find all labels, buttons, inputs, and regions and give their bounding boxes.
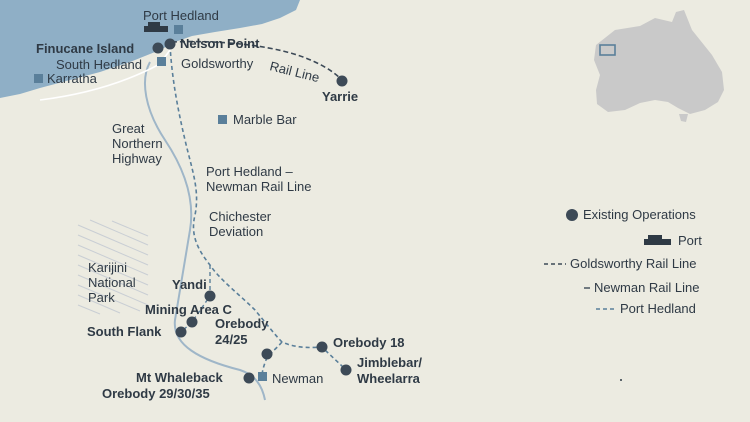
legend-newman-rail-line: Newman Rail Line (594, 280, 700, 295)
marble-bar-square (218, 115, 227, 124)
label-orebody-24-25: Orebody 24/25 (215, 316, 272, 347)
great-northern-highway-road (144, 61, 266, 401)
label-mt-whaleback: Mt Whaleback (136, 370, 223, 385)
legend-port-hedland: Port Hedland (620, 301, 696, 316)
label-port-hedland: Port Hedland (143, 8, 219, 23)
tasmania (679, 114, 688, 122)
legend-operation-dot (566, 209, 578, 221)
karijini-hatch (77, 219, 149, 315)
label-yandi: Yandi (172, 277, 207, 292)
operation-orebody-24-25 (261, 348, 273, 360)
operation-yandi (204, 290, 216, 302)
operation-nelson-point (164, 38, 176, 50)
goldsworthy-rail-line (171, 40, 343, 81)
label-yarrie: Yarrie (322, 89, 358, 104)
label-marble-bar: Marble Bar (233, 112, 297, 127)
label-newman: Newman (272, 371, 323, 386)
stray-dot (620, 379, 622, 381)
label-south-hedland: South Hedland (56, 57, 142, 72)
label-mining-area-c: Mining Area C (145, 302, 233, 317)
label-karijini-national-park: Karijini National Park (88, 260, 139, 305)
legend-existing-operations: Existing Operations (583, 207, 696, 222)
operation-yarrie (336, 75, 348, 87)
operation-mining-area-c (186, 316, 198, 328)
operation-south-flank (175, 326, 187, 338)
label-newman-rail-line: Port Hedland – Newman Rail Line (206, 164, 312, 194)
operation-jimblebar (340, 364, 352, 376)
operation-mt-whaleback (243, 372, 255, 384)
legend-port: Port (678, 233, 702, 248)
karratha-square (34, 74, 43, 83)
pilbara-highlight (599, 44, 616, 56)
newman-square (258, 372, 267, 381)
legend-ship-icon (644, 235, 671, 245)
operation-orebody-18 (316, 341, 328, 353)
spur-yandi (180, 265, 211, 333)
port-hedland-square (174, 25, 183, 34)
legend: Existing Operations Port Goldsworthy Rai… (544, 207, 702, 316)
legend-goldsworthy-rail-line: Goldsworthy Rail Line (570, 256, 696, 271)
label-jimblebar: Jimblebar/ Wheelarra (357, 355, 426, 386)
label-karratha: Karratha (47, 71, 98, 86)
label-rail-line: Rail Line (268, 58, 321, 85)
label-finucane-island: Finucane Island (36, 41, 134, 56)
australia-outline (594, 10, 724, 114)
ship-icon (144, 22, 168, 32)
label-nelson-point: Nelson Point (180, 36, 260, 51)
australia-inset (594, 10, 724, 122)
operation-finucane-island (152, 42, 164, 54)
ocean (0, 0, 300, 98)
label-orebody-18: Orebody 18 (333, 335, 405, 350)
label-chichester-deviation: Chichester Deviation (209, 209, 275, 239)
south-hedland-square (157, 57, 166, 66)
label-orebody-29-30-35: Orebody 29/30/35 (102, 386, 210, 401)
label-great-northern-highway: Great Northern Highway (112, 121, 166, 166)
label-south-flank: South Flank (87, 324, 162, 339)
label-goldsworthy: Goldsworthy (181, 56, 254, 71)
